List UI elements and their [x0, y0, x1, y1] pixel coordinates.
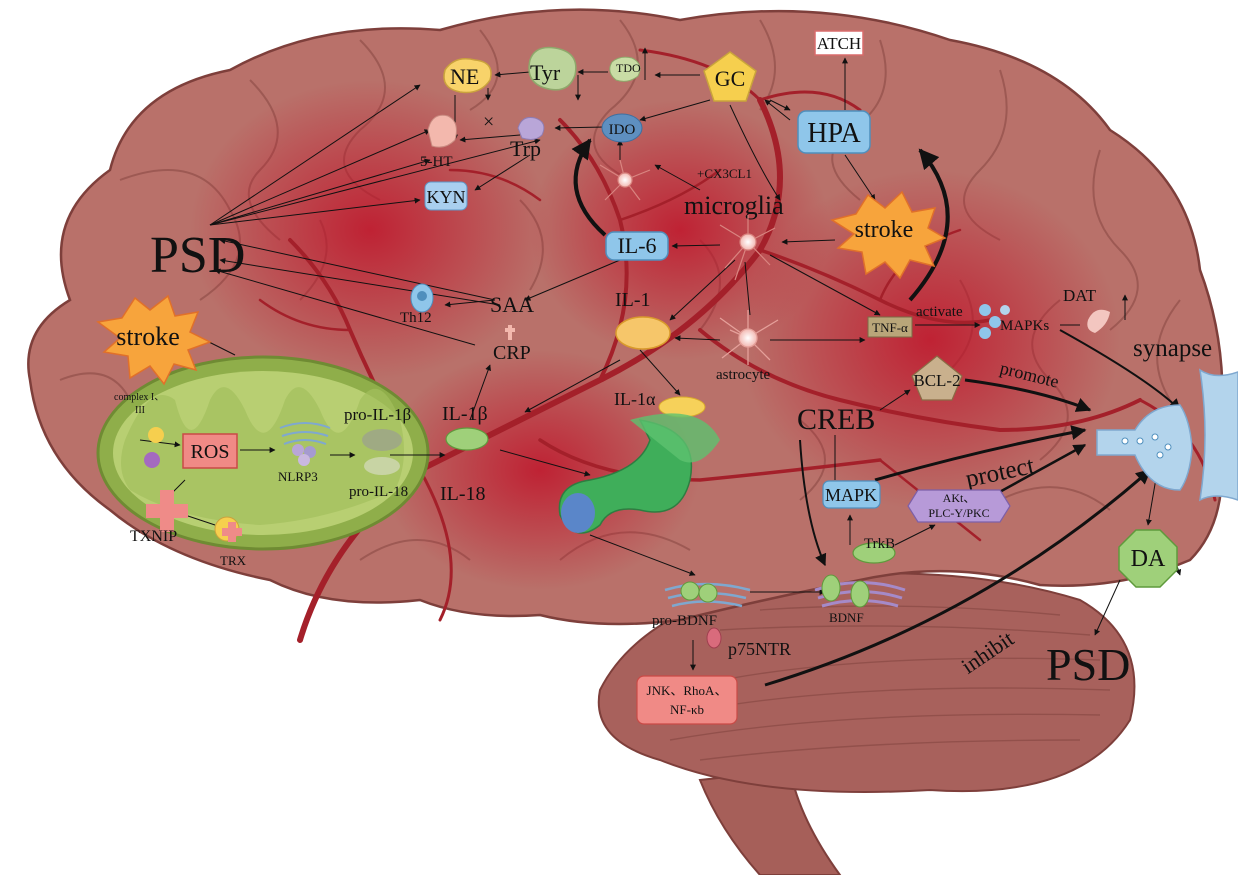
bcl2-label: BCL-2	[913, 371, 960, 390]
il1-marker	[615, 316, 671, 350]
ido-node: IDO	[601, 113, 643, 143]
il1b-label: IL-1β	[442, 403, 488, 425]
complex-node: complex I、 III	[114, 392, 164, 468]
th12-label: Th12	[400, 310, 432, 326]
bdnf-label: BDNF	[829, 610, 864, 625]
complex-label-2: III	[135, 405, 145, 416]
stroke-right-label: stroke	[855, 217, 914, 243]
p75ntr-label: p75NTR	[728, 639, 791, 659]
dat-node: DAT	[1063, 286, 1110, 333]
il18-label: IL-18	[440, 483, 486, 505]
microglia-cell-main	[719, 215, 776, 281]
txnip-label: TXNIP	[130, 528, 177, 545]
mitochondrion	[96, 355, 430, 551]
kyn-label: KYN	[427, 187, 466, 207]
microglia-cell-top	[599, 159, 651, 201]
pro-il1b-marker	[362, 429, 402, 451]
crp-node: CRP	[493, 325, 531, 364]
trkb-label: TrkB	[864, 536, 895, 552]
ros-node: ROS	[182, 433, 238, 469]
pro-il18-marker	[364, 457, 400, 475]
th12-node: Th12	[400, 283, 434, 326]
ros-label: ROS	[191, 441, 230, 463]
synapse-label: synapse	[1133, 335, 1212, 362]
complex-label-1: complex I、	[114, 392, 164, 403]
block-cross: ×	[483, 111, 494, 133]
il6-node: IL-6	[605, 231, 669, 261]
ht5-label: 5-HT	[420, 154, 453, 170]
da-node: DA	[1118, 529, 1178, 588]
tyr-node: Tyr	[528, 46, 577, 91]
trx-label: TRX	[220, 553, 247, 568]
microglia-label: microglia	[684, 191, 784, 220]
trp-node: Trp	[510, 117, 545, 161]
il1-label: IL-1	[615, 289, 651, 311]
atch-node: ATCH	[814, 30, 864, 56]
ht5-node: 5-HT	[420, 114, 457, 170]
mapk-label: MAPK	[825, 485, 877, 505]
gc-node: GC	[703, 51, 757, 102]
il6-label: IL-6	[617, 233, 656, 258]
atch-label: ATCH	[817, 34, 861, 53]
nlrp3-label: NLRP3	[278, 469, 318, 484]
txnip-node: TXNIP	[130, 490, 188, 545]
il1a-label: IL-1α	[614, 389, 656, 409]
ne-node: NE	[443, 58, 492, 94]
akt-node: AKt、 PLC-Y/PKC	[907, 489, 1011, 523]
pro-il18-label: pro-IL-18	[349, 484, 408, 500]
synapse-node	[1096, 368, 1238, 502]
astrocyte-label: astrocyte	[716, 367, 770, 383]
il1b-marker	[445, 427, 489, 451]
da-label: DA	[1131, 546, 1166, 572]
activate-label: activate	[916, 304, 963, 320]
astrocyte-cell	[719, 310, 779, 365]
hpa-node: HPA	[797, 110, 871, 154]
akt-label-2: PLC-Y/PKC	[928, 506, 989, 520]
jnk-label-2: NF-κb	[670, 702, 704, 717]
gc-label: GC	[715, 66, 746, 91]
trkb-node: TrkB	[852, 536, 896, 564]
tnf-label: TNF-α	[872, 320, 908, 335]
crp-label: CRP	[493, 342, 531, 364]
dat-label: DAT	[1063, 286, 1097, 305]
stroke-left-label: stroke	[116, 322, 180, 351]
trp-label: Trp	[510, 136, 541, 161]
ne-label: NE	[450, 64, 479, 89]
psd-lower-label: PSD	[1046, 639, 1130, 690]
akt-label-1: AKt、	[943, 491, 976, 505]
stroke-left-node: stroke	[96, 294, 212, 386]
pro-il1b-label: pro-IL-1β	[344, 405, 411, 424]
mapks-label: MAPKs	[1000, 318, 1049, 334]
jnk-node: JNK、RhoA、 NF-κb	[636, 675, 738, 725]
kyn-node: KYN	[424, 181, 468, 211]
mapk-node: MAPK	[822, 480, 881, 509]
hippocampus-shape	[558, 413, 720, 534]
jnk-label-1: JNK、RhoA、	[647, 683, 728, 698]
bdnf-node: BDNF	[814, 574, 906, 625]
saa-label: SAA	[490, 292, 534, 317]
pro-bdnf-node: pro-BDNF	[652, 581, 751, 629]
tdo-label: TDO	[616, 61, 641, 75]
cx3cl1-label: +CX3CL1	[697, 166, 752, 181]
tyr-label: Tyr	[530, 60, 561, 85]
tnf-node: TNF-α	[867, 316, 913, 338]
pro-bdnf-label: pro-BDNF	[652, 613, 717, 629]
hpa-label: HPA	[807, 118, 861, 149]
trx-node: TRX	[214, 516, 247, 568]
nlrp3-node: NLRP3	[278, 422, 331, 484]
psd-main-label: PSD	[150, 227, 245, 284]
tdo-node: TDO	[609, 56, 641, 82]
ido-label: IDO	[609, 122, 636, 138]
p75ntr-node: p75NTR	[706, 627, 791, 659]
stroke-right-node: stroke	[830, 190, 947, 280]
bcl2-node: BCL-2	[911, 355, 963, 401]
creb-label: CREB	[797, 403, 875, 436]
mapks-node: MAPKs	[979, 304, 1049, 339]
